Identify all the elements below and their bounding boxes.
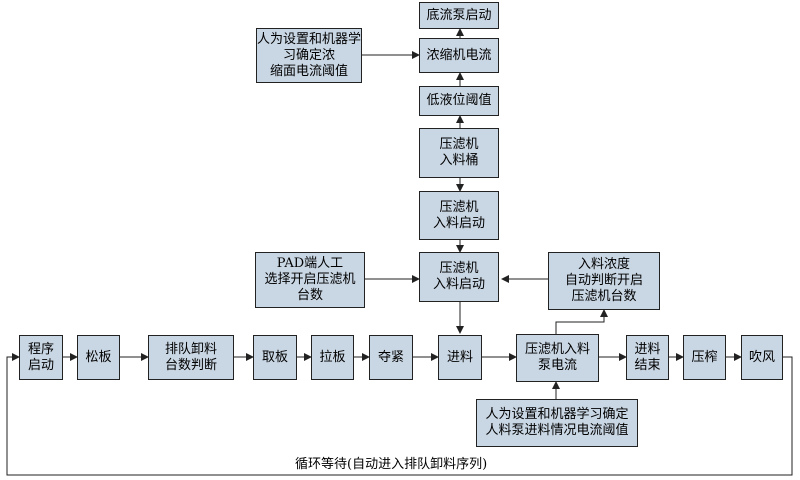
node-filter-feed-pump-current: 压滤机入料 泵电流 xyxy=(516,334,599,382)
node-low-level-threshold: 低液位阈值 xyxy=(419,86,499,116)
node-loosen-plate: 松板 xyxy=(77,335,120,380)
node-feed: 进料 xyxy=(438,335,482,380)
node-pad-manual-select: PAD端人工 选择开启压滤机 台数 xyxy=(255,252,365,308)
node-clamp: 夺紧 xyxy=(369,335,413,380)
node-mud-threshold-setting: 人为设置和机器学习确定浓 缩面电流阈值 xyxy=(256,28,362,83)
node-squeeze: 压榨 xyxy=(683,335,726,380)
loop-back-line xyxy=(6,353,793,476)
node-pump-current-threshold-setting: 人为设置和机器学习确定 人料泵进料情况电流阈值 xyxy=(476,399,638,447)
node-bottom-pump-start: 底流泵启动 xyxy=(419,2,499,29)
node-blow-air: 吹风 xyxy=(741,335,783,380)
arrow-pumpcurrent-to-concentration xyxy=(555,309,608,334)
node-filter-feed-start-upper: 压滤机 入料启动 xyxy=(419,191,499,240)
node-thickener-current: 浓缩机电流 xyxy=(419,38,499,73)
node-filter-feed-start-main: 压滤机 入料启动 xyxy=(419,252,499,302)
loop-label: 循环等待(自动进入排队卸料序列) xyxy=(295,457,488,472)
node-queue-unload-count: 排队卸料 台数判断 xyxy=(148,335,234,380)
node-take-plate: 取板 xyxy=(253,335,297,380)
node-filter-feed-tank: 压滤机 入料桶 xyxy=(419,128,499,178)
node-program-start: 程序 启动 xyxy=(19,335,63,380)
node-pull-plate: 拉板 xyxy=(311,335,354,380)
node-feed-concentration-decide: 入料浓度 自动判断开启 压滤机台数 xyxy=(548,252,660,310)
node-feed-end: 进料 结束 xyxy=(626,335,669,380)
